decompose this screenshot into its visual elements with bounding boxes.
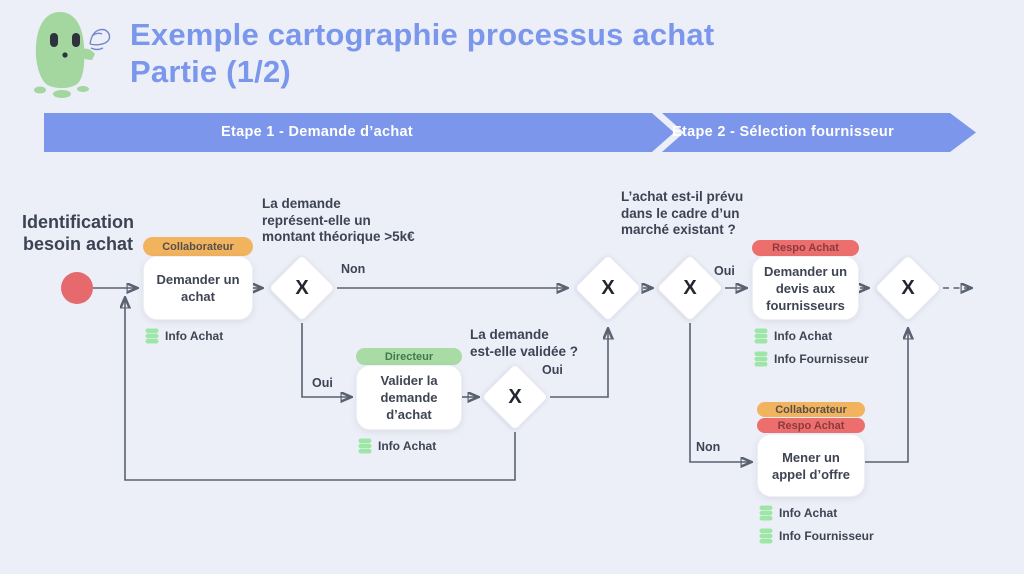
datastore-label: Info Fournisseur bbox=[779, 529, 874, 543]
gateway-x-label: X bbox=[683, 276, 697, 299]
banner-arrow-step1 bbox=[44, 113, 674, 152]
database-icon bbox=[754, 328, 768, 344]
database-icon bbox=[145, 328, 159, 344]
task-label-line: fournisseurs bbox=[766, 297, 845, 313]
edge-gw2-oui-to-gw3 bbox=[550, 330, 608, 398]
task-label-line: devis aux bbox=[775, 280, 836, 296]
task-card: Demander un devis aux fournisseurs bbox=[752, 256, 859, 320]
banner-step2-label: Etape 2 - Sélection fournisseur bbox=[672, 124, 895, 140]
task-label-line: d’achat bbox=[386, 407, 432, 422]
task-label-line: appel d’offre bbox=[771, 466, 850, 482]
datastore-info-fournisseur: Info Fournisseur bbox=[759, 528, 874, 544]
question-line: marché existant ? bbox=[621, 222, 736, 237]
edge-label-non: Non bbox=[696, 440, 721, 454]
datastore-label: Info Achat bbox=[774, 329, 833, 343]
banner-step1-label: Etape 1 - Demande d’achat bbox=[220, 124, 414, 140]
role-badge-respo-achat: Respo Achat bbox=[752, 240, 859, 256]
gateway-marche-existant: X bbox=[656, 254, 724, 322]
database-icon bbox=[759, 505, 773, 521]
task-valider-demande: Directeur Valider la demande d’achat Inf… bbox=[356, 348, 462, 454]
question-line: représent-elle un bbox=[262, 212, 371, 228]
datastore-label: Info Achat bbox=[779, 506, 838, 520]
gateway-x-label: X bbox=[901, 276, 915, 299]
task-label-line: Valider la bbox=[380, 373, 438, 388]
edge-task4-to-gw5 bbox=[865, 330, 908, 463]
question-marche-existant: L’achat est-il prévu dans le cadre d’un … bbox=[621, 189, 743, 239]
question-line: La demande bbox=[262, 196, 341, 211]
gateway-montant: X bbox=[268, 254, 336, 322]
start-label-line1: Identification bbox=[22, 212, 134, 232]
question-line: dans le cadre d’un bbox=[621, 205, 740, 221]
database-icon bbox=[358, 438, 372, 454]
question-line: La demande bbox=[470, 327, 549, 342]
datastore-info-achat: Info Achat bbox=[145, 328, 253, 344]
database-icon bbox=[759, 528, 773, 544]
task-label-line: Demander un bbox=[763, 263, 848, 279]
role-badge-collaborateur: Collaborateur bbox=[143, 237, 253, 256]
task-appel-offre: Collaborateur Respo Achat Mener un appel… bbox=[757, 402, 874, 544]
question-line: est-elle validée ? bbox=[470, 343, 579, 359]
task-label-line: demande bbox=[380, 390, 438, 405]
page-title-line2: Partie (1/2) bbox=[130, 54, 291, 89]
task-label-line: achat bbox=[181, 289, 215, 304]
question-montant-theorique: La demande représent-elle un montant thé… bbox=[262, 196, 415, 246]
datastore-info-achat: Info Achat bbox=[759, 505, 865, 521]
edge-label-oui: Oui bbox=[312, 376, 333, 390]
stage-banner bbox=[44, 113, 976, 152]
datastore-label: Info Achat bbox=[378, 439, 437, 453]
edge-label-oui: Oui bbox=[714, 264, 735, 278]
question-line: montant théorique >5k€ bbox=[262, 229, 415, 244]
task-card: Mener un appel d’offre bbox=[757, 434, 865, 497]
edge-gw1-oui-to-task2 bbox=[301, 323, 350, 397]
role-badge-respo-achat: Respo Achat bbox=[757, 418, 865, 433]
datastore-info-achat: Info Achat bbox=[754, 328, 859, 344]
ghost-mascot-icon bbox=[34, 12, 111, 98]
task-demander-devis: Respo Achat Demander un devis aux fourni… bbox=[752, 240, 869, 367]
question-line: L’achat est-il prévu bbox=[621, 189, 744, 204]
edge-gw4-non-to-task4 bbox=[689, 323, 750, 462]
gateway-x-label: X bbox=[295, 276, 309, 299]
datastore-label: Info Achat bbox=[165, 329, 224, 343]
edge-label-oui: Oui bbox=[542, 363, 563, 377]
start-label: Identification besoin achat bbox=[8, 211, 148, 255]
role-badge-collaborateur: Collaborateur bbox=[757, 402, 865, 417]
gateway-merge-final: X bbox=[874, 254, 942, 322]
task-card: Valider la demande d’achat bbox=[356, 365, 462, 430]
gateway-x-label: X bbox=[601, 276, 615, 299]
page-title: Exemple cartographie processus achat Par… bbox=[130, 16, 714, 90]
banner-arrow-step2 bbox=[662, 113, 976, 152]
datastore-info-achat: Info Achat bbox=[358, 438, 462, 454]
datastore-label: Info Fournisseur bbox=[774, 352, 869, 366]
start-event-circle bbox=[61, 272, 93, 304]
datastore-info-fournisseur: Info Fournisseur bbox=[754, 351, 869, 367]
gateway-merge: X bbox=[574, 254, 642, 322]
task-label-line: Mener un bbox=[782, 449, 840, 465]
task-card: Demander un achat bbox=[143, 256, 253, 320]
gateway-validation: X bbox=[481, 363, 549, 431]
role-badge-directeur: Directeur bbox=[356, 348, 462, 365]
database-icon bbox=[754, 351, 768, 367]
page-title-line1: Exemple cartographie processus achat bbox=[130, 17, 715, 52]
edge-label-non: Non bbox=[341, 262, 366, 276]
gateway-x-label: X bbox=[508, 385, 522, 408]
task-label-line: Demander un bbox=[156, 272, 240, 287]
edge-gw2-non-loopback bbox=[125, 299, 516, 481]
start-label-line2: besoin achat bbox=[22, 234, 134, 254]
task-demander-achat: Collaborateur Demander un achat Info Ach… bbox=[143, 237, 253, 344]
question-demande-validee: La demande est-elle validée ? bbox=[470, 327, 578, 360]
